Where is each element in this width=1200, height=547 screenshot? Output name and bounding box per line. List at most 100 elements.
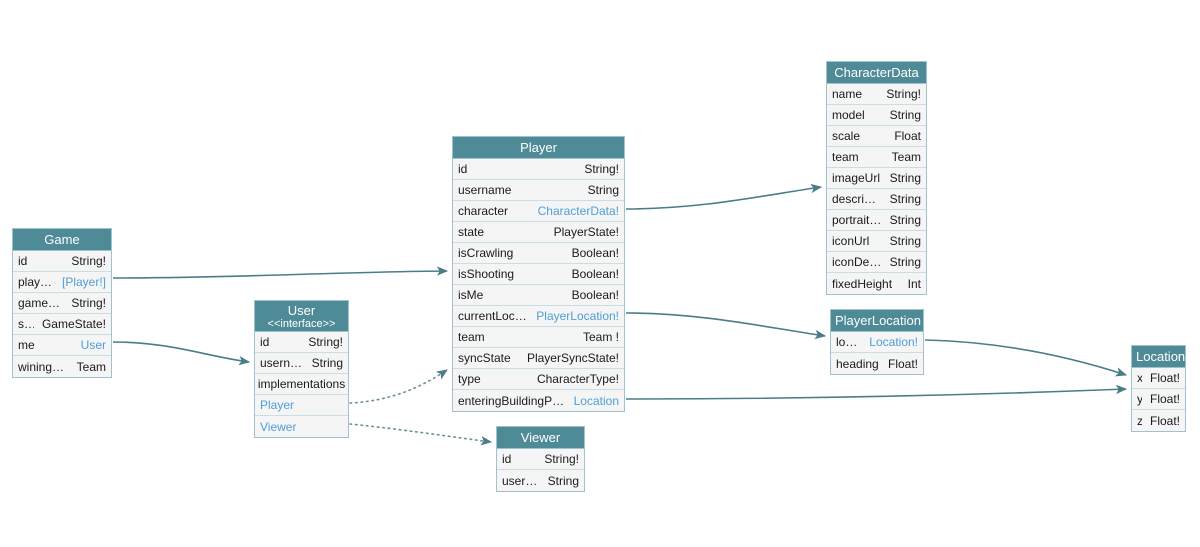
field-name: x xyxy=(1137,371,1142,385)
field-type: String! xyxy=(886,87,921,101)
field-row[interactable]: username String xyxy=(453,180,624,201)
field-row[interactable]: state PlayerState! xyxy=(453,222,624,243)
field-row[interactable]: iconUrl String xyxy=(827,231,926,252)
field-row[interactable]: type CharacterType! xyxy=(453,369,624,390)
field-row[interactable]: currentLocation PlayerLocation! xyxy=(453,306,624,327)
field-type: String! xyxy=(308,335,343,349)
implementation-name[interactable]: Viewer xyxy=(260,419,297,434)
implementation-name[interactable]: Player xyxy=(260,398,295,412)
field-row[interactable]: fixedHeight Int xyxy=(827,273,926,294)
field-row[interactable]: id String! xyxy=(13,251,111,272)
node-characterdata[interactable]: CharacterData name String! model String … xyxy=(826,61,927,295)
field-row[interactable]: team Team ! xyxy=(453,327,624,348)
node-user-title: User <<interface>> xyxy=(255,301,348,332)
field-type: PlayerSyncState! xyxy=(526,351,619,365)
field-name: isShooting xyxy=(458,267,515,281)
field-name: gameCode xyxy=(18,296,64,310)
field-row[interactable]: team Team xyxy=(827,147,926,168)
field-name: iconDeadUrl xyxy=(832,255,882,269)
field-row[interactable]: me User xyxy=(13,335,111,356)
field-row[interactable]: syncState PlayerSyncState! xyxy=(453,348,624,369)
field-type[interactable]: CharacterData! xyxy=(537,204,619,218)
field-type: String xyxy=(547,473,579,488)
edge-playerlocation-location-to-location xyxy=(924,339,1128,377)
node-user-title-text: User xyxy=(287,303,316,318)
edge-player-currentlocation-to-playerlocation xyxy=(625,312,827,340)
field-row[interactable]: imageUrl String xyxy=(827,168,926,189)
field-type: String! xyxy=(544,452,579,466)
field-type: String xyxy=(889,234,921,248)
field-row[interactable]: iconDeadUrl String xyxy=(827,252,926,273)
field-row[interactable]: location Location! xyxy=(831,332,923,353)
node-location-title: Location xyxy=(1132,346,1185,368)
field-row[interactable]: model String xyxy=(827,105,926,126)
field-type: String! xyxy=(584,162,619,176)
node-player[interactable]: Player id String! username String charac… xyxy=(452,136,625,412)
node-user[interactable]: User <<interface>> id String! username S… xyxy=(254,300,349,438)
node-viewer[interactable]: Viewer id String! username String xyxy=(496,426,585,492)
field-row[interactable]: scale Float xyxy=(827,126,926,147)
implementation-row-viewer[interactable]: Viewer xyxy=(255,416,348,437)
field-row[interactable]: name String! xyxy=(827,84,926,105)
field-name: username xyxy=(502,473,540,488)
node-playerlocation[interactable]: PlayerLocation location Location! headin… xyxy=(830,309,924,375)
implementations-header: implementations xyxy=(255,374,348,395)
field-row[interactable]: id String! xyxy=(497,449,584,470)
edge-player-character-to-characterdata xyxy=(625,183,823,210)
field-row[interactable]: x Float! xyxy=(1132,368,1185,389)
edge-player-enteringbuildingposition-to-location xyxy=(625,384,1128,400)
node-game[interactable]: Game id String! players [Player!] gameCo… xyxy=(12,228,112,378)
field-type: Team ! xyxy=(582,330,619,344)
field-row[interactable]: isShooting Boolean! xyxy=(453,264,624,285)
field-name: team xyxy=(832,150,859,164)
implementations-label: implementations xyxy=(257,377,346,391)
field-type: Boolean! xyxy=(571,246,619,260)
field-type: String xyxy=(311,356,343,370)
field-row[interactable]: enteringBuildingPosition Location xyxy=(453,390,624,411)
field-type: Team xyxy=(891,150,921,164)
field-row[interactable]: winingTeam Team xyxy=(13,356,111,377)
field-row[interactable]: portraitUrl String xyxy=(827,210,926,231)
field-row[interactable]: id String! xyxy=(453,159,624,180)
field-row[interactable]: z Float! xyxy=(1132,410,1185,431)
field-name: location xyxy=(836,335,862,349)
field-type[interactable]: Location! xyxy=(869,335,918,349)
field-name: players xyxy=(18,275,54,289)
field-row[interactable]: isMe Boolean! xyxy=(453,285,624,306)
field-name: syncState xyxy=(458,351,511,365)
field-row[interactable]: id String! xyxy=(255,332,348,353)
field-name: heading xyxy=(836,356,879,371)
field-name: id xyxy=(18,254,28,268)
field-row[interactable]: gameCode String! xyxy=(13,293,111,314)
field-type[interactable]: Location xyxy=(573,393,619,408)
field-row[interactable]: description String xyxy=(827,189,926,210)
field-row[interactable]: players [Player!] xyxy=(13,272,111,293)
node-player-title: Player xyxy=(453,137,624,159)
field-name: model xyxy=(832,108,865,122)
field-name: enteringBuildingPosition xyxy=(458,393,566,408)
field-type[interactable]: PlayerLocation! xyxy=(536,309,619,323)
field-name: fixedHeight xyxy=(832,276,893,291)
field-type: String xyxy=(889,108,921,122)
field-type: Float! xyxy=(1149,413,1180,428)
node-user-stereotype: <<interface>> xyxy=(267,318,336,330)
node-location[interactable]: Location x Float! y Float! z Float! xyxy=(1131,345,1186,432)
field-row[interactable]: state GameState! xyxy=(13,314,111,335)
field-row[interactable]: username String xyxy=(497,470,584,491)
field-row[interactable]: username String xyxy=(255,353,348,374)
field-row[interactable]: character CharacterData! xyxy=(453,201,624,222)
field-type[interactable]: [Player!] xyxy=(61,275,106,289)
field-name: state xyxy=(18,317,34,331)
field-name: character xyxy=(458,204,509,218)
field-type: Int xyxy=(907,276,921,291)
implementation-row-player[interactable]: Player xyxy=(255,395,348,416)
field-name: username xyxy=(458,183,512,197)
field-name: imageUrl xyxy=(832,171,881,185)
field-row[interactable]: heading Float! xyxy=(831,353,923,374)
field-row[interactable]: isCrawling Boolean! xyxy=(453,243,624,264)
field-type[interactable]: User xyxy=(80,338,106,352)
field-row[interactable]: y Float! xyxy=(1132,389,1185,410)
field-name: id xyxy=(260,335,270,349)
field-name: currentLocation xyxy=(458,309,528,323)
